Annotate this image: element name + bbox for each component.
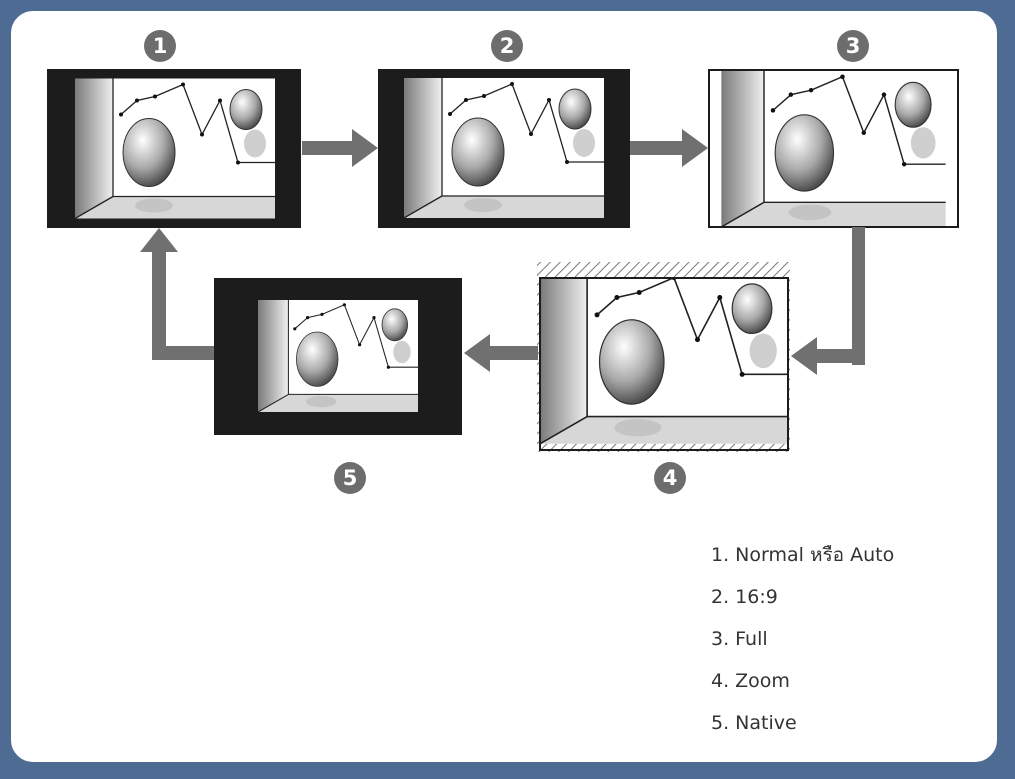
step-badge-5: 5	[334, 462, 366, 494]
legend-item-full: 3. Full	[711, 628, 768, 650]
step-badge-3: 3	[837, 30, 869, 62]
screen-1	[47, 69, 301, 228]
svg-text:3: 3	[846, 34, 861, 58]
step-badge-1: 1	[144, 30, 176, 62]
svg-text:1: 1	[153, 34, 168, 58]
svg-text:5: 5	[343, 466, 358, 490]
svg-text:2: 2	[500, 34, 515, 58]
arrow-2-to-3	[630, 129, 708, 167]
legend-item-normal-auto: 1. Normal หรือ Auto	[711, 544, 895, 566]
screen-2	[378, 69, 630, 228]
svg-text:4: 4	[663, 466, 678, 490]
screen-5	[214, 278, 462, 435]
arrow-4-to-5	[464, 334, 538, 372]
legend-item-zoom: 4. Zoom	[711, 670, 790, 692]
step-badge-2: 2	[491, 30, 523, 62]
arrow-3-to-4	[791, 227, 865, 375]
step-badge-4: 4	[654, 462, 686, 494]
screen-3	[708, 69, 959, 228]
arrow-5-to-1	[140, 228, 214, 360]
legend-item-native: 5. Native	[711, 712, 797, 734]
aspect-mode-legend: 1. Normal หรือ Auto 2. 16:9 3. Full 4. Z…	[711, 540, 894, 750]
arrow-1-to-2	[302, 129, 378, 167]
legend-item-16-9: 2. 16:9	[711, 586, 778, 608]
screen-4	[537, 262, 790, 452]
flow-arrows	[140, 129, 865, 375]
